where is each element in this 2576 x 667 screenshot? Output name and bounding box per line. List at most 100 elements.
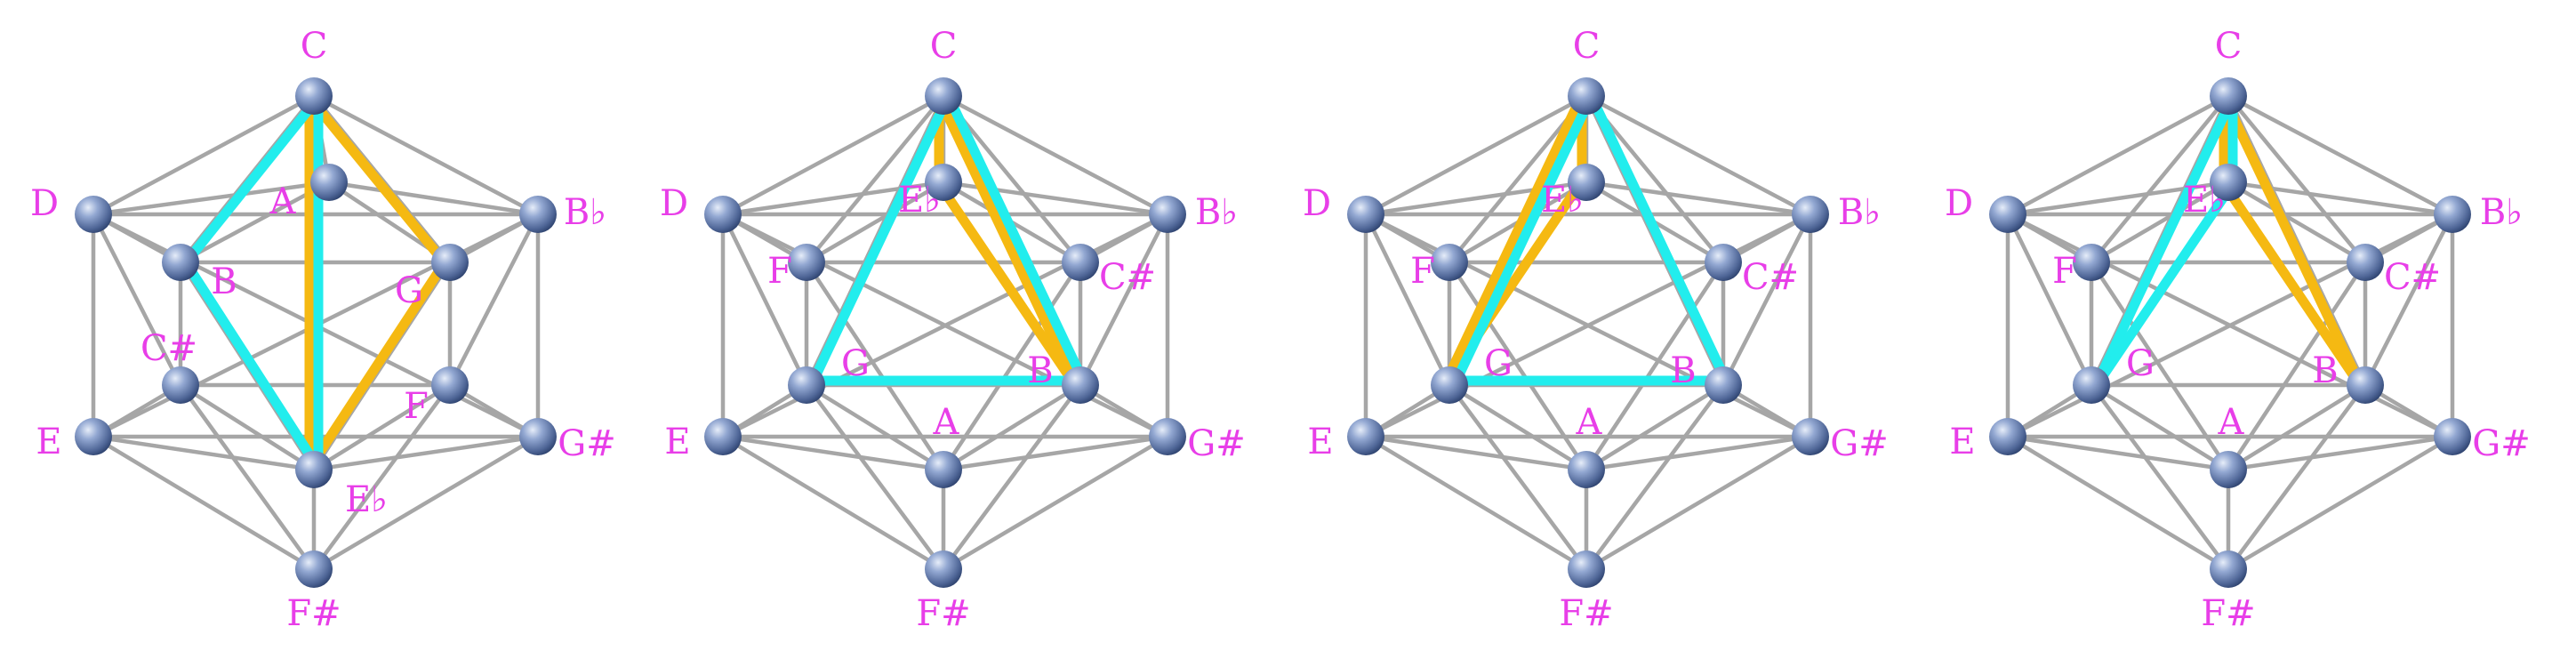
vertex-Eb	[2210, 164, 2247, 201]
orange-edge-C-G	[1440, 89, 1587, 389]
orange-edge-C-B	[934, 92, 1081, 392]
note-label-C: C	[2215, 26, 2243, 67]
cyan-edge-C-G	[1448, 92, 1596, 392]
vertex-E	[75, 418, 112, 455]
edge-E-A	[720, 434, 946, 472]
edge-G-Fs	[804, 382, 946, 572]
vertex-Bb	[1149, 196, 1186, 233]
cyan-edge-C-G	[2090, 92, 2238, 392]
edge-Bb-B	[1078, 212, 1170, 388]
edge-G-A	[804, 382, 946, 472]
note-label-Eb: E♭	[1541, 180, 1584, 221]
note-label-Bb: B♭	[1838, 192, 1881, 233]
vertex-A	[925, 451, 962, 488]
edge-C-D	[91, 93, 317, 217]
edge-E-A	[2005, 434, 2231, 472]
vertex-G	[2073, 366, 2110, 404]
vertex-B	[162, 244, 199, 281]
edge-C-F	[2089, 93, 2231, 265]
edge-D-G	[720, 212, 809, 388]
note-label-C: C	[930, 26, 958, 67]
edge-C-Bb	[311, 93, 541, 217]
vertex-Bb	[2434, 196, 2471, 233]
edge-C-Bb	[941, 93, 1170, 217]
vertex-Gs	[519, 418, 557, 455]
vertex-B	[1705, 366, 1742, 404]
vertex-G	[1431, 366, 1468, 404]
vertex-C	[295, 77, 333, 115]
edge-E-A	[1363, 434, 1589, 472]
vertex-D	[1347, 196, 1384, 233]
edge-Gs-Fs	[1584, 434, 1813, 572]
edge-Gs-Fs	[2226, 434, 2455, 572]
edge-E-Fs	[1363, 434, 1589, 572]
note-label-E: E	[664, 422, 690, 462]
note-label-Fs: F#	[286, 593, 341, 634]
edge-B-A	[2226, 382, 2368, 472]
vertex-E	[1347, 418, 1384, 455]
edge-Bb-Eb	[1584, 180, 1813, 217]
orange-edge-C-B	[2219, 92, 2366, 392]
note-label-E: E	[36, 422, 61, 462]
edge-E-Fs	[91, 434, 317, 572]
note-label-D: D	[1945, 183, 1973, 224]
edge-B-A	[1584, 382, 1726, 472]
note-label-D: D	[30, 183, 59, 224]
edge-Cs-Fs	[178, 382, 317, 572]
cyan-edge-C-B	[1585, 89, 1733, 389]
note-label-D: D	[660, 183, 688, 224]
cyan-edge-C-B	[943, 89, 1090, 389]
orange-edge-G-Eb	[305, 254, 452, 472]
edge-E-Eb	[91, 434, 317, 472]
note-label-D: D	[1303, 183, 1331, 224]
note-label-Eb: E♭	[2183, 180, 2226, 221]
note-label-C: C	[301, 26, 328, 67]
note-label-E: E	[1949, 422, 1975, 462]
edge-B-A	[941, 382, 1083, 472]
note-label-Fs: F#	[2201, 593, 2255, 634]
vertex-C	[2210, 77, 2247, 115]
vertex-Fs	[925, 550, 962, 588]
note-label-Fs: F#	[1559, 593, 1613, 634]
edge-D-Cs	[91, 212, 183, 388]
note-label-G: G	[1484, 343, 1513, 384]
note-label-G: G	[841, 343, 870, 384]
cyan-edge-B-Eb	[179, 254, 323, 472]
note-label-Gs: G#	[558, 423, 615, 464]
edge-D-G	[2005, 212, 2094, 388]
note-label-Cs: C#	[140, 328, 197, 369]
note-label-B: B	[211, 261, 237, 302]
orange-edge-Eb-B	[935, 180, 1082, 393]
edge-F-Fs	[311, 382, 453, 572]
vertex-E	[704, 418, 742, 455]
note-label-Bb: B♭	[1195, 192, 1238, 233]
edge-Gs-A	[941, 434, 1170, 472]
edge-C-Bb	[1584, 93, 1813, 217]
note-label-Eb: E♭	[345, 479, 388, 520]
note-label-Fs: F#	[916, 593, 970, 634]
vertex-D	[1989, 196, 2026, 233]
note-label-F: F	[404, 386, 429, 427]
note-label-A: A	[1576, 402, 1603, 443]
edge-Gs-Fs	[311, 434, 541, 572]
edge-E-Fs	[2005, 434, 2231, 572]
note-label-F: F	[2052, 251, 2077, 292]
vertex-F	[1431, 244, 1468, 281]
edge-F-Eb	[311, 382, 453, 472]
edge-C-D	[720, 93, 946, 217]
vertex-Cs	[1705, 244, 1742, 281]
vertex-C	[1568, 77, 1605, 115]
vertex-F	[2073, 244, 2110, 281]
note-label-Bb: B♭	[2480, 192, 2523, 233]
edge-D-G	[1363, 212, 1452, 388]
note-label-Gs: G#	[1187, 423, 1245, 464]
note-label-C: C	[1573, 26, 1601, 67]
edge-Eb-Cs	[2226, 180, 2368, 265]
vertex-F	[788, 244, 825, 281]
vertex-Fs	[1568, 550, 1605, 588]
vertex-A	[1568, 451, 1605, 488]
cyan-edge-Eb-G	[2090, 180, 2237, 393]
note-label-A: A	[2218, 402, 2245, 443]
edge-Gs-A	[1584, 434, 1813, 472]
